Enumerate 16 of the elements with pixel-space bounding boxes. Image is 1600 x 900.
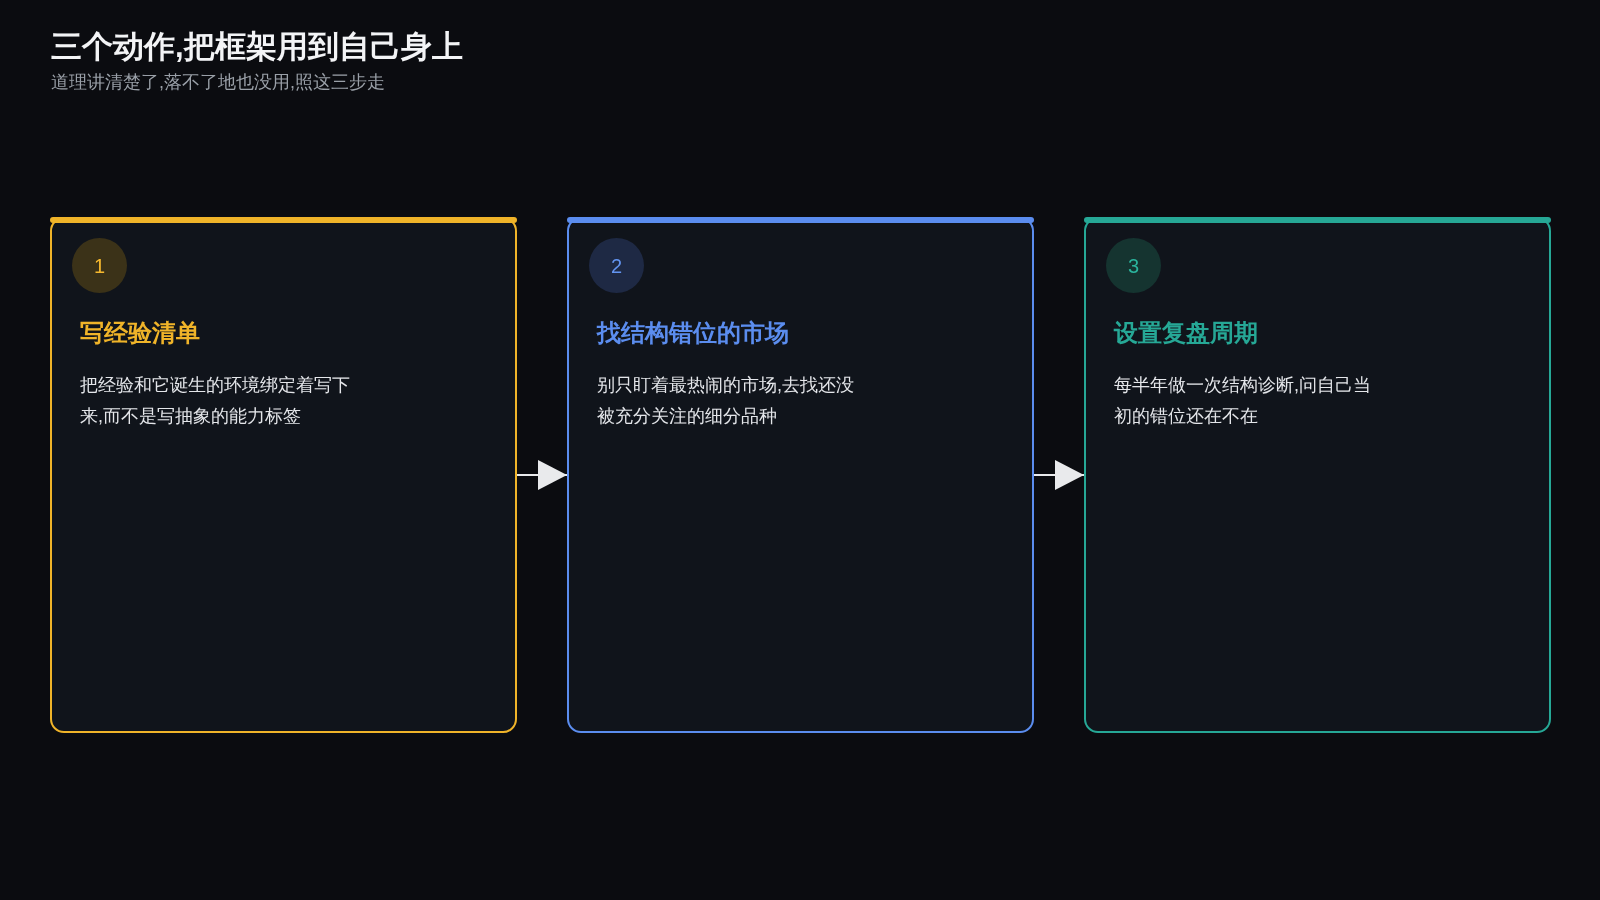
step-description: 把经验和它诞生的环境绑定着写下来,而不是写抽象的能力标签 (80, 374, 351, 428)
step-heading: 设置复盘周期 (1114, 318, 1258, 348)
arrow (516, 460, 568, 490)
step-heading: 找结构错位的市场 (597, 318, 789, 348)
step-description: 每半年做一次结构诊断,问自己当初的错位还在不在 (1114, 374, 1372, 428)
subtitle: 道理讲清楚了,落不了地也没用,照这三步走 (51, 71, 385, 94)
step-heading: 写经验清单 (80, 318, 200, 348)
number-circle: 2 (589, 238, 644, 293)
step-description: 别只盯着最热闹的市场,去找还没被充分关注的细分品种 (597, 374, 855, 428)
number-circle: 1 (72, 238, 127, 293)
step-card (567, 217, 1034, 733)
step-card (1084, 217, 1551, 733)
title: 三个动作,把框架用到自己身上 (51, 28, 463, 66)
arrow (1033, 460, 1085, 490)
step-card (50, 217, 517, 733)
number-circle: 3 (1106, 238, 1161, 293)
